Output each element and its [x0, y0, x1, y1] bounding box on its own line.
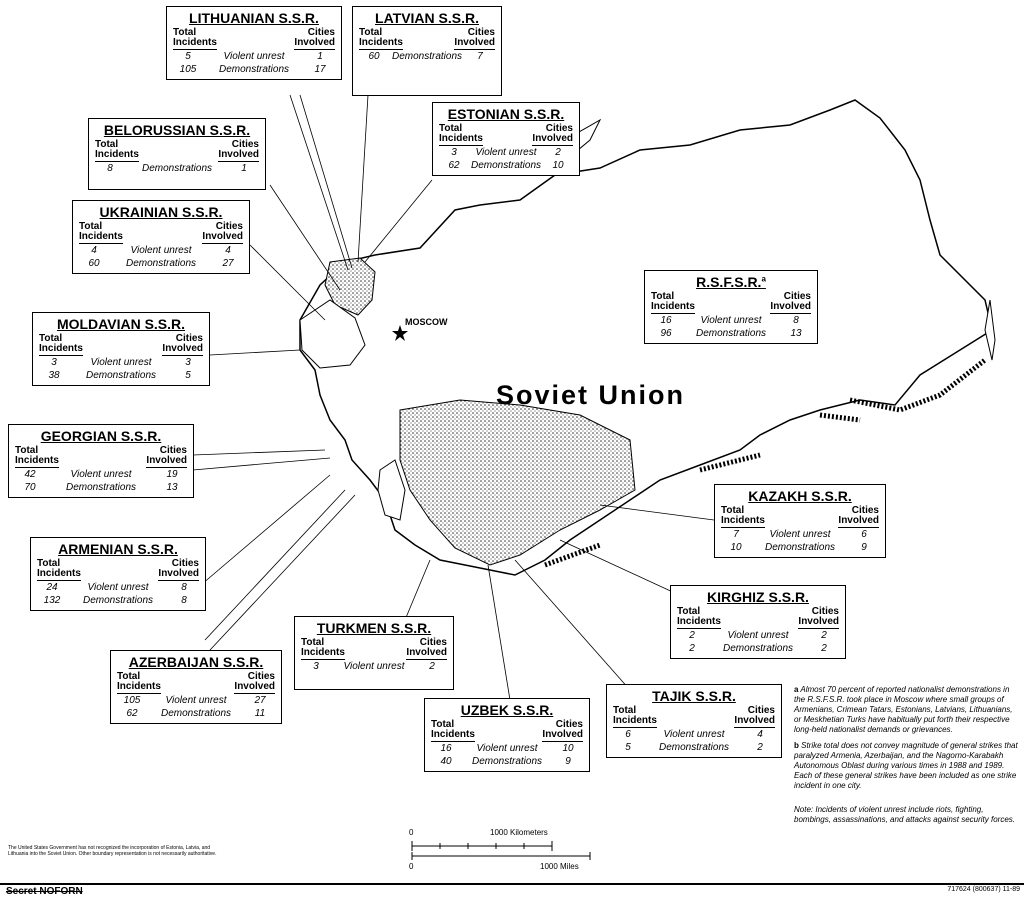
bottom-rule	[0, 883, 1024, 885]
country-label: Soviet Union	[496, 380, 686, 410]
moscow-star-icon	[392, 325, 408, 341]
republic-title: KAZAKH S.S.R.	[748, 488, 852, 504]
footnotes: a Almost 70 percent of reported national…	[794, 685, 1019, 831]
republic-title: R.S.F.S.R.a	[696, 274, 766, 290]
scale-km-label: 1000 Kilometers	[490, 828, 548, 837]
ukraine-region	[299, 299, 366, 369]
baltic-region	[324, 257, 376, 316]
central-asia-region	[399, 399, 636, 566]
republic-title: MOLDAVIAN S.S.R.	[56, 316, 186, 332]
republic-title: UKRAINIAN S.S.R.	[99, 204, 223, 220]
republic-title: LITHUANIAN S.S.R.	[189, 10, 319, 26]
republic-title: KIRGHIZ S.S.R.	[707, 589, 809, 605]
caspian-sea	[377, 459, 406, 521]
republic-title: TAJIK S.S.R.	[652, 688, 736, 704]
republic-title: LATVIAN S.S.R.	[375, 10, 479, 26]
republic-title: TURKMEN S.S.R.	[316, 620, 432, 636]
republic-title: UZBEK S.S.R.	[460, 702, 554, 718]
footnote-b: b Strike total does not convey magnitude…	[794, 741, 1018, 790]
republic-title: AZERBAIJAN S.S.R.	[128, 654, 264, 670]
coast-shadow	[544, 358, 987, 568]
scale-zero-mi: 0	[409, 862, 414, 871]
footnote-note: Note: Incidents of violent unrest includ…	[794, 805, 1015, 824]
republic-title: ESTONIAN S.S.R.	[447, 106, 565, 122]
republic-title: GEORGIAN S.S.R.	[40, 428, 162, 444]
footnote-marker: a	[761, 274, 766, 284]
sakhalin	[984, 299, 996, 361]
classification-label: Secret NOFORN	[6, 886, 83, 897]
republic-title: ARMENIAN S.S.R.	[58, 541, 178, 557]
leader-lines	[192, 94, 715, 701]
moscow-label: MOSCOW	[405, 317, 448, 327]
footnote-a: a Almost 70 percent of reported national…	[794, 685, 1013, 734]
reference-number: 717624 (800637) 11-89	[947, 886, 1020, 893]
scale-mi-label: 1000 Miles	[540, 862, 579, 871]
scale-zero-km: 0	[409, 828, 414, 837]
boundary-disclaimer: The United States Government has not rec…	[8, 845, 217, 857]
republic-title: BELORUSSIAN S.S.R.	[103, 122, 251, 138]
scale-bar	[411, 841, 591, 860]
